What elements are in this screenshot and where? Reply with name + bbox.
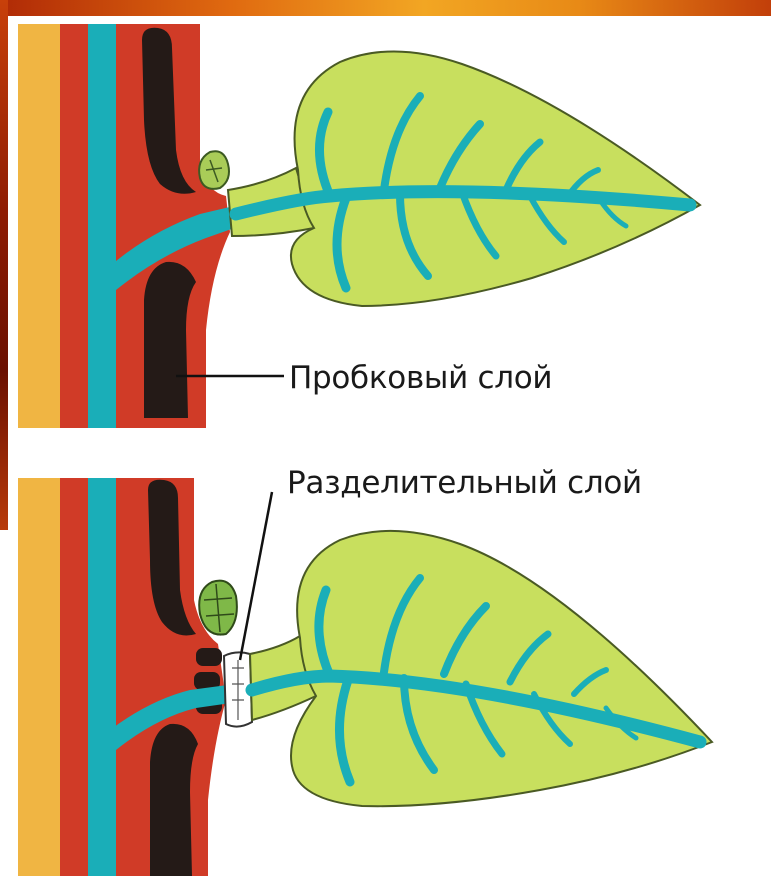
bud-top (199, 151, 229, 189)
cortex-outer-top (60, 24, 88, 428)
bud-bottom (199, 581, 237, 635)
stem-bottom (18, 478, 252, 876)
cork-layer-label: Пробковый слой (289, 360, 552, 396)
leaf-blade-bottom (291, 531, 712, 806)
leaf-bottom (250, 531, 712, 806)
bark-top (18, 24, 60, 428)
leaf-top (228, 51, 700, 306)
cortex-outer-bottom (60, 478, 88, 876)
bark-bottom (18, 478, 60, 876)
leaf-blade-top (291, 51, 700, 306)
separation-layer-label: Разделительный слой (287, 465, 642, 501)
vessel-bottom (88, 478, 116, 876)
separation-leader-line (240, 492, 272, 660)
vessel-top (88, 24, 116, 428)
stem-top (18, 24, 240, 428)
